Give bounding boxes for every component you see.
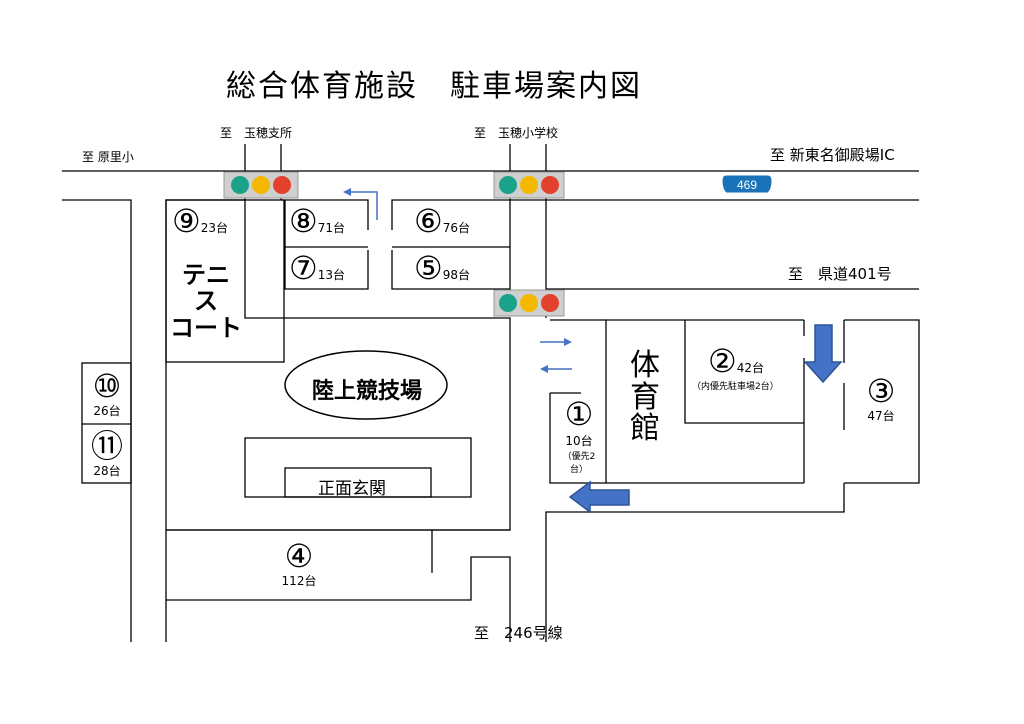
lot-10-number: ⑩ — [92, 367, 122, 405]
lot-7-number: ⑦ — [289, 249, 318, 287]
lot-5-number: ⑤ — [414, 249, 443, 287]
lot-2-count: 42台 — [736, 361, 764, 375]
lot-7-count: 13台 — [317, 268, 345, 282]
dest-route401: 至 県道401号 — [788, 265, 892, 283]
gym-char-1: 体 — [630, 348, 660, 383]
dest-shintomei-ic: 至 新東名御殿場IC — [770, 146, 895, 164]
lot-8-number: ⑧ — [289, 202, 318, 240]
lot-2-number: ② — [708, 342, 737, 380]
lot-9-count: 23台 — [200, 221, 228, 235]
traffic-signal-2 — [493, 171, 565, 199]
traffic-signal-3 — [493, 289, 565, 317]
lot-2-note: （内優先駐車場2台） — [692, 382, 779, 392]
lot-9: ⑨ 23台 — [172, 205, 228, 237]
lot-1-note: （優先2 台） — [562, 452, 596, 475]
main-entrance-label: 正面玄関 — [318, 479, 386, 499]
lot-10-count: 26台 — [93, 404, 121, 418]
lot-4: ④ 112台 — [274, 540, 324, 589]
lot-6-count: 76台 — [442, 221, 470, 235]
lot-4-count: 112台 — [281, 574, 317, 588]
dest-harasato: 至 原里小 — [82, 150, 134, 164]
lot-1-count: 10台 — [565, 434, 593, 448]
traffic-signal-1 — [223, 171, 299, 199]
block-arrows — [568, 324, 843, 514]
gym-char-3: 館 — [630, 411, 660, 446]
dest-tamaho-branch: 至 玉穂支所 — [220, 126, 293, 140]
lot-10: ⑩ 26台 — [84, 370, 130, 419]
track-label: 陸上競技場 — [312, 379, 423, 404]
lot-11: ⑪ 28台 — [84, 430, 130, 479]
lot-11-count: 28台 — [93, 464, 121, 478]
lot-9-number: ⑨ — [172, 202, 201, 240]
dest-tamaho-school: 至 玉穂小学校 — [474, 126, 559, 140]
lot-8-count: 71台 — [317, 221, 345, 235]
lot-4-number: ④ — [284, 537, 314, 575]
gym-label: 体 育 館 — [625, 350, 665, 445]
lot-1-number: ① — [564, 395, 594, 433]
dest-route246: 至 246号線 — [474, 624, 563, 642]
lot-5: ⑤ 98台 — [414, 252, 470, 284]
lot-1: ① 10台 （優先2 台） — [556, 398, 602, 475]
lot-6: ⑥ 76台 — [414, 205, 470, 237]
route-shield-icon: 469 — [721, 174, 773, 194]
page-title: 総合体育施設 駐車場案内図 — [226, 69, 642, 104]
lot-3: ③ 47台 — [858, 375, 904, 424]
lot-5-count: 98台 — [442, 268, 470, 282]
lot-3-count: 47台 — [867, 409, 895, 423]
track-oval — [284, 350, 448, 420]
lot-8: ⑧ 71台 — [289, 205, 345, 237]
lot-11-number: ⑪ — [90, 427, 123, 465]
route-shield-number: 469 — [737, 178, 757, 192]
road-lines — [62, 144, 920, 642]
lot-2: ② 42台 — [708, 345, 764, 377]
small-arrows — [343, 188, 572, 373]
gym-char-2: 育 — [630, 379, 660, 415]
lot-6-number: ⑥ — [414, 202, 443, 240]
tennis-court-label: テニ ス コート — [170, 261, 242, 342]
lot-7: ⑦ 13台 — [289, 252, 345, 284]
lot-3-number: ③ — [866, 372, 896, 410]
